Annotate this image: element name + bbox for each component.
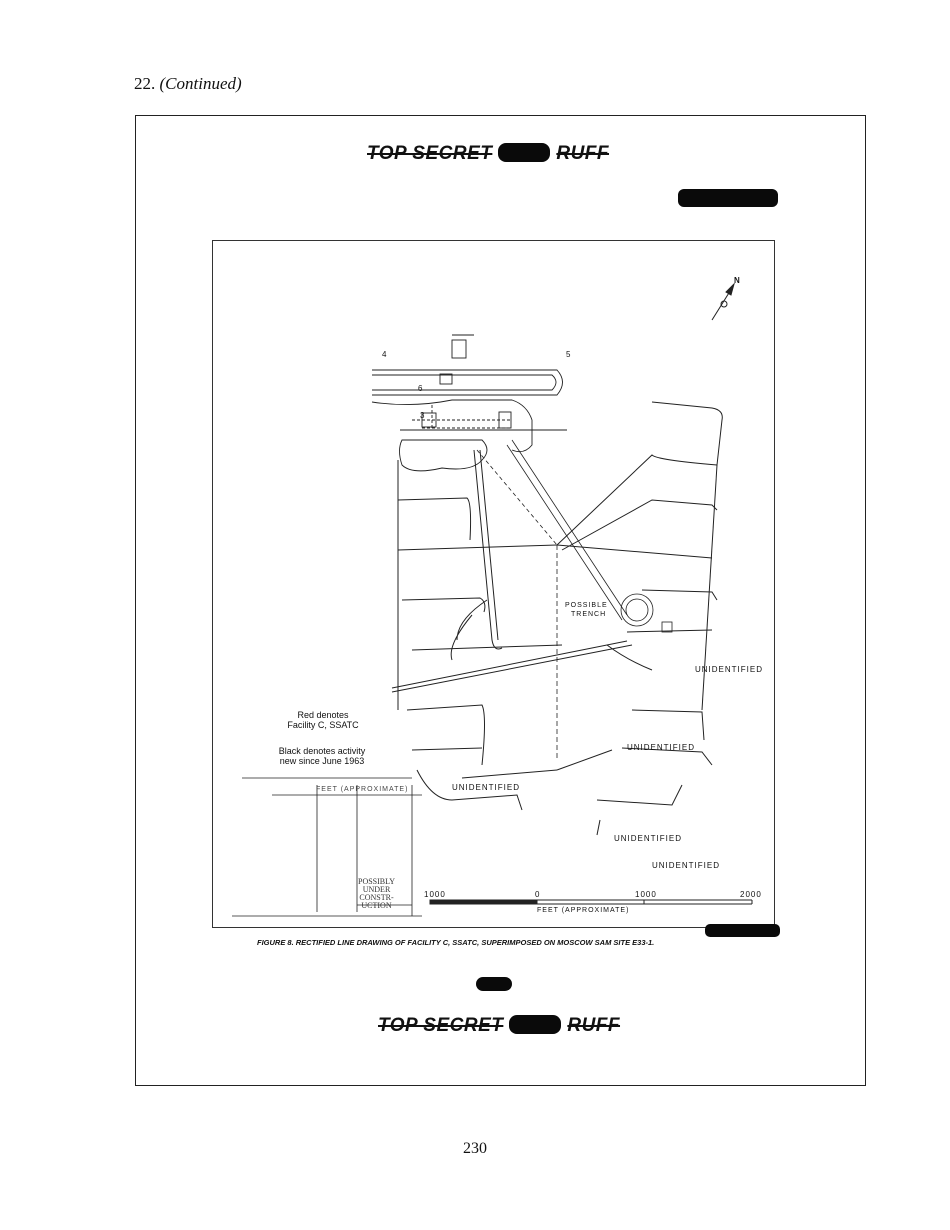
classification-codeword: RUFF xyxy=(567,1015,621,1036)
classification-level: TOP SECRET xyxy=(367,143,493,164)
label-number: 3 xyxy=(420,411,426,420)
north-arrow-icon xyxy=(711,282,735,321)
classification-level: TOP SECRET xyxy=(378,1015,504,1036)
scale-tick-label: 1000 xyxy=(635,890,657,899)
scale-tick-label: 0 xyxy=(535,890,541,899)
legend-black: Black denotes activity new since June 19… xyxy=(278,746,366,766)
label-unidentified: UNIDENTIFIED xyxy=(695,665,763,674)
redaction-block xyxy=(498,143,551,162)
figure-caption: FIGURE 8. RECTIFIED LINE DRAWING OF FACI… xyxy=(257,938,655,947)
scale-tick-label: 2000 xyxy=(740,890,762,899)
classification-codeword: RUFF xyxy=(556,143,610,164)
label-possible-trench: POSSIBLE TRENCH xyxy=(565,602,608,618)
label-number: 6 xyxy=(418,384,424,393)
page-number: 230 xyxy=(463,1140,487,1157)
label-number: 5 xyxy=(566,350,572,359)
scale-tick-label: 1000 xyxy=(424,890,446,899)
label-unidentified: UNIDENTIFIED xyxy=(614,834,682,843)
label-unidentified: UNIDENTIFIED xyxy=(652,861,720,870)
north-arrow-label: N xyxy=(734,276,741,285)
section-status: (Continued) xyxy=(159,74,242,93)
table-header: FEET (APPROXIMATE) xyxy=(316,786,409,793)
figure-frame xyxy=(212,240,775,928)
label-number: 4 xyxy=(382,350,388,359)
scale-unit: FEET (APPROXIMATE) xyxy=(537,907,630,914)
classification-banner-bottom: TOP SECRET RUFF xyxy=(378,1015,620,1037)
redaction-block xyxy=(476,977,512,991)
classification-banner-top: TOP SECRET RUFF xyxy=(367,143,609,165)
table-note: POSSIBLY UNDER CONSTR- UCTION xyxy=(358,877,395,910)
page-border xyxy=(135,115,866,1086)
label-unidentified: UNIDENTIFIED xyxy=(627,743,695,752)
redaction-block xyxy=(705,924,780,937)
label-unidentified: UNIDENTIFIED xyxy=(452,783,520,792)
section-heading: 22. (Continued) xyxy=(134,74,242,94)
redaction-block xyxy=(509,1015,562,1034)
section-number: 22. xyxy=(134,74,156,93)
redaction-block xyxy=(678,189,778,207)
legend-red: Red denotes Facility C, SSATC xyxy=(287,710,359,730)
facility-line-drawing xyxy=(232,282,753,917)
